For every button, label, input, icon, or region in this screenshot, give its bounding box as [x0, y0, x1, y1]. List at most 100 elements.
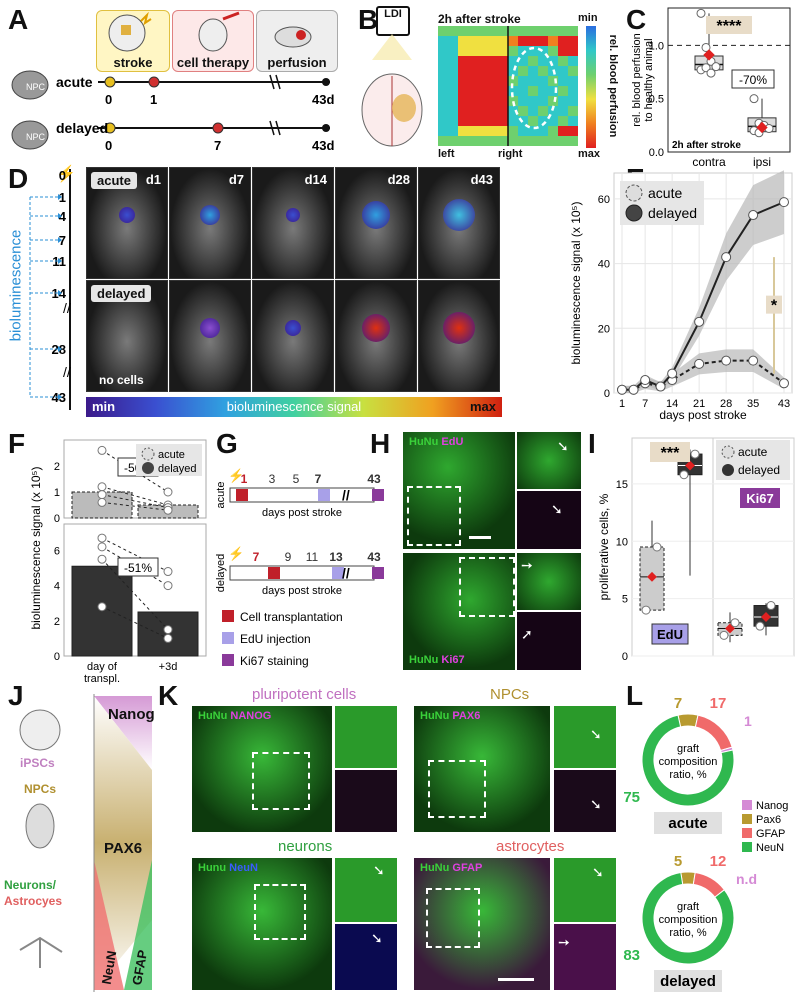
- timeline-a: NPC NPC acute delayed 0 1 43d 0 7 43d: [11, 70, 334, 153]
- legend-swatch: [222, 654, 234, 666]
- mouse-label-delayed: NPC: [26, 132, 46, 142]
- heatmap-cell: [468, 56, 478, 66]
- heatmap-cell: [448, 96, 458, 106]
- legend-label-acute: acute: [738, 445, 768, 459]
- donut-center-label: composition: [659, 756, 718, 768]
- data-point: [667, 368, 678, 379]
- y-axis-label: bioluminescence signal (x 10⁵): [29, 466, 43, 629]
- data-point: [748, 210, 759, 221]
- k-gfap-main-image: HuNu GFAP: [414, 858, 550, 990]
- heatmap-cell: [468, 86, 478, 96]
- data-point: [730, 618, 740, 628]
- x-tick-label: +3d: [159, 661, 178, 673]
- legend-label-delayed: delayed: [738, 463, 780, 477]
- timeline-bar: [229, 487, 375, 503]
- legend-marker-acute: [625, 184, 643, 202]
- legend-label-acute: acute: [158, 449, 185, 461]
- y-tick-label: 40: [598, 259, 610, 271]
- h-ki67-main-image: HuNu Ki67: [403, 553, 515, 670]
- k-nanog-zoom-green: [335, 706, 397, 768]
- heatmap-cell: [538, 126, 548, 136]
- k-pax6-zoom-green: ➘: [554, 706, 616, 768]
- heatmap-cell: [458, 26, 468, 36]
- arrow-icon: ➘: [590, 726, 602, 742]
- k-zoom-box-neun: [254, 884, 306, 940]
- lightning-icon: ⚡: [228, 546, 244, 562]
- heatmap-cell: [478, 46, 488, 56]
- heatmap-cell: [488, 36, 498, 46]
- heatmap-cell: [568, 116, 578, 126]
- h-edu-zoom-magenta: ➘: [517, 491, 581, 549]
- heatmap-cell: [528, 56, 538, 66]
- heatmap-cell: [548, 36, 558, 46]
- ipsc-icon: [19, 709, 61, 751]
- bioluminescence-image: d43: [418, 167, 500, 279]
- heatmap-cell: [518, 96, 528, 106]
- heatmap-cell: [468, 76, 478, 86]
- y-tick-label: 15: [616, 479, 628, 491]
- arrow-icon: ➘: [551, 501, 563, 517]
- j-neuron-label: Neurons/: [4, 878, 57, 892]
- heatmap-cell: [498, 46, 508, 56]
- k-zoom-box-pax6: [428, 760, 486, 818]
- syringe-icon: [198, 11, 240, 52]
- heatmap-cell: [568, 36, 578, 46]
- y-label-line-1: rel. blood perfusion: [631, 33, 643, 127]
- k-title-astrocytes: astrocytes: [496, 838, 565, 855]
- value-pax6: 5: [674, 853, 682, 870]
- panel-h: HuNu EdU ➘ ➘ HuNu Ki67 ➙ ➚: [403, 432, 581, 670]
- h-stain-hunu-2: HuNu: [409, 654, 439, 666]
- heatmap-cell: [558, 86, 568, 96]
- heatmap-cell: [538, 76, 548, 86]
- heatmap-cell: [438, 56, 448, 66]
- legend-label: GFAP: [756, 828, 785, 840]
- timepoint-label: 7: [59, 233, 66, 248]
- row-tag: delayed: [91, 285, 152, 302]
- signal-spot: [200, 205, 220, 225]
- h-stain-edu: EdU: [441, 436, 464, 448]
- timeline-event: [372, 489, 384, 501]
- npc-icon: [25, 803, 55, 849]
- heatmap-cell: [478, 56, 488, 66]
- x-tick-label: 35: [747, 398, 759, 410]
- heatmap-cell: [508, 76, 518, 86]
- legend-marker-delayed: [142, 462, 154, 474]
- heatmap-cell: [568, 126, 578, 136]
- tick-label: 13: [329, 550, 343, 564]
- panel-label-k: K: [158, 680, 179, 711]
- step-perfusion: perfusion: [267, 55, 327, 70]
- heatmap-cell: [568, 26, 578, 36]
- ki67-tag-bg: [740, 488, 780, 508]
- bioluminescence-image: d7: [169, 167, 251, 279]
- acute-t1: 1: [150, 92, 157, 107]
- heatmap-cell: [488, 46, 498, 56]
- heatmap-cell: [528, 136, 538, 146]
- y-tick-label: 0.0: [649, 147, 664, 159]
- j-npc-label: NPCs: [24, 782, 57, 796]
- legend-swatch: [222, 610, 234, 622]
- bioluminescence-image: [335, 280, 417, 392]
- donut-center-label: graft: [677, 901, 699, 913]
- perfusion-heatmap: [438, 26, 578, 146]
- h-stain-ki67: Ki67: [441, 654, 465, 666]
- heatmap-cell: [518, 56, 528, 66]
- k-nanog-main-image: HuNu NANOG: [192, 706, 332, 832]
- timeline-event: [268, 567, 280, 579]
- value-nanog: 1: [744, 713, 752, 729]
- heatmap-cell: [458, 36, 468, 46]
- data-point: [694, 316, 705, 327]
- k-stain-neun: NeuN: [229, 862, 258, 874]
- bioluminescence-image: [418, 280, 500, 392]
- heatmap-cell: [458, 126, 468, 136]
- heatmap-cell: [568, 96, 578, 106]
- heatmap-cell: [518, 86, 528, 96]
- heatmap-cell: [498, 26, 508, 36]
- heatmap-cell: [558, 26, 568, 36]
- x-tick-label: contra: [692, 155, 726, 169]
- signal-spot: [286, 208, 300, 222]
- k-stain-hunu-3: Hunu: [198, 862, 227, 874]
- significance-marker: *: [771, 298, 778, 315]
- x-tick-label: 14: [666, 398, 678, 410]
- mean-marker: [685, 460, 695, 471]
- heatmap-cell: [438, 116, 448, 126]
